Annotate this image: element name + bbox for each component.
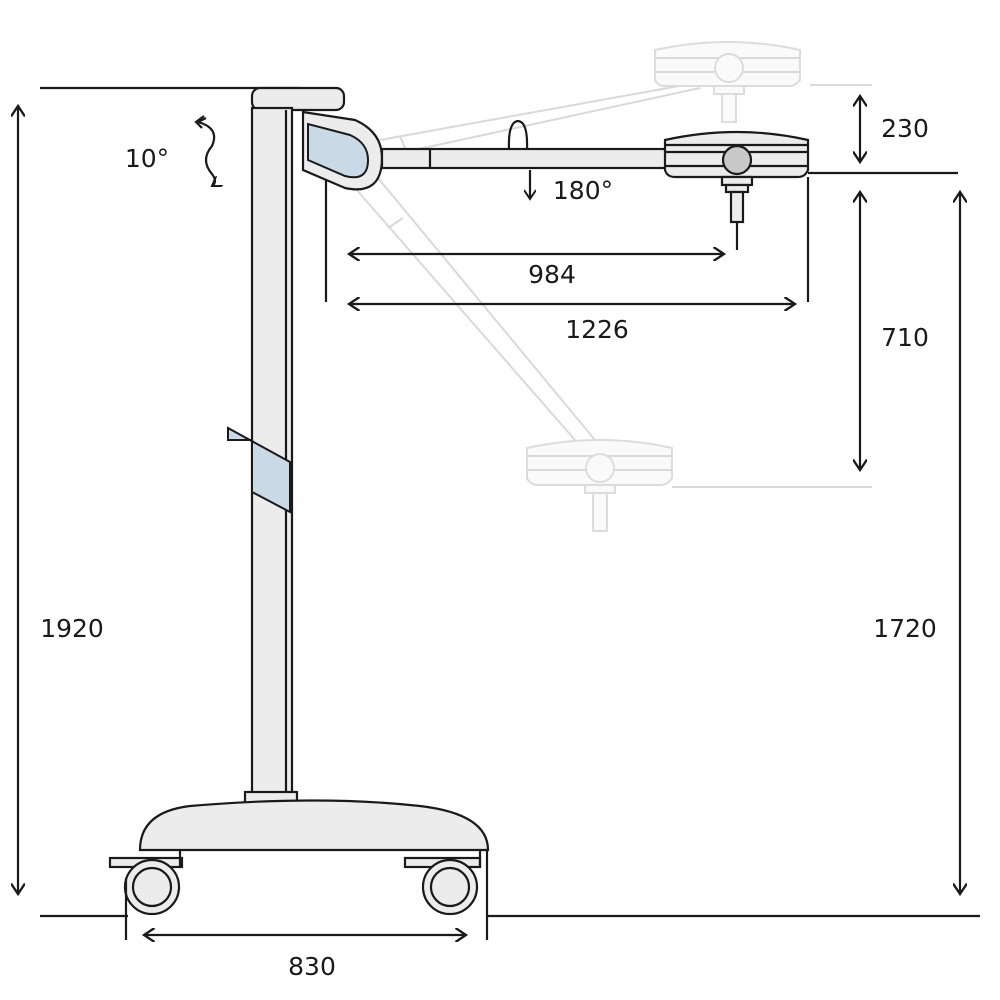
wheel-right (421, 858, 479, 916)
lamp-column (40, 86, 346, 806)
dimension-710: 710 (860, 192, 929, 470)
dimension-label-1720: 1720 (873, 614, 937, 643)
ghost-lower-lamp (354, 177, 872, 532)
dimension-1226: 1226 (349, 304, 795, 344)
dimension-label-984: 984 (528, 260, 576, 289)
lamp-head (663, 130, 810, 250)
dimension-1720: 1720 (873, 192, 960, 894)
rotation-loop-icon (507, 119, 529, 150)
dimension-label-830: 830 (288, 952, 336, 981)
tilt-angle-indicator: 10° (125, 115, 215, 186)
curved-arrow-icon (197, 120, 215, 186)
lamp-base (108, 799, 490, 916)
lamp-handle-knob (721, 144, 753, 176)
dimension-830: 830 (144, 935, 466, 981)
dimension-label-230: 230 (881, 114, 929, 143)
ghost-upper-lamp (379, 41, 872, 161)
dimension-230: 230 (860, 96, 929, 162)
angle-label-rotation: 180° (553, 176, 613, 205)
column-glass-panel (227, 426, 291, 514)
dimension-label-1226: 1226 (565, 315, 629, 344)
dimension-label-710: 710 (881, 323, 929, 352)
arm-joint (301, 110, 384, 191)
rotation-angle-indicator: 180° (507, 119, 613, 205)
reference-lines (40, 171, 980, 940)
dimension-label-1920: 1920 (40, 614, 104, 643)
angle-label-tilt: 10° (125, 144, 169, 173)
dimension-984: 984 (349, 254, 724, 289)
horizontal-arm (380, 147, 669, 170)
dimension-1920: 1920 (18, 106, 104, 894)
wheel-left (123, 858, 181, 916)
